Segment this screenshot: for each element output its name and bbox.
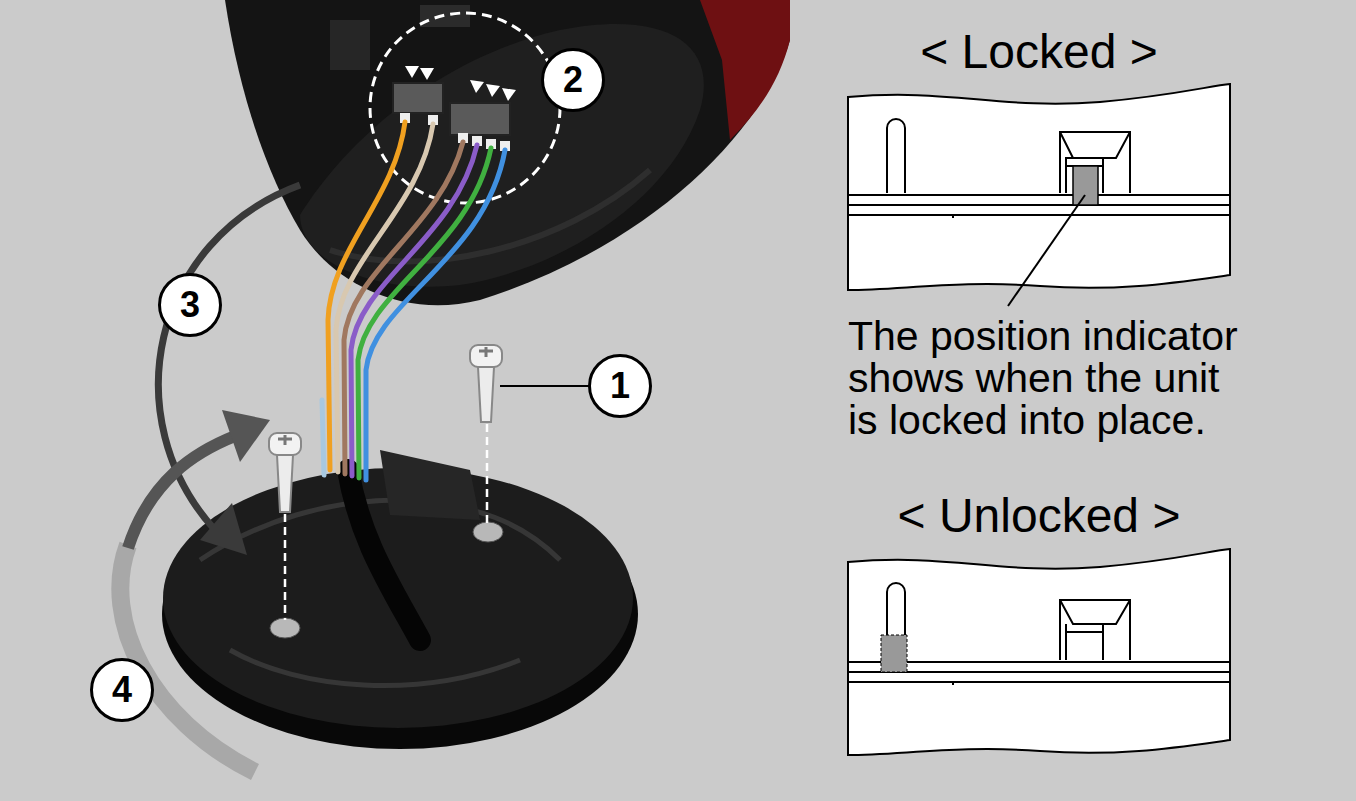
connector-block	[450, 103, 510, 135]
screw-head	[470, 345, 502, 367]
detail-panel: < Locked >	[848, 20, 1230, 290]
wire-bundle	[322, 122, 505, 480]
screw-cross	[479, 347, 493, 357]
screw-shank	[277, 455, 293, 512]
callout-number: 3	[158, 273, 222, 337]
unit-detail	[330, 20, 370, 70]
lock-window	[1066, 158, 1103, 166]
panel-line	[848, 195, 1230, 218]
arrow-shaft	[120, 545, 255, 772]
panel-heading: < Unlocked >	[848, 488, 1230, 544]
note-text: The position indicator shows when the un…	[848, 315, 1248, 441]
pin-triangle	[470, 80, 484, 93]
position-indicator	[881, 635, 907, 672]
wire	[358, 148, 491, 478]
unit-detail	[420, 5, 470, 27]
unit-rim	[330, 170, 650, 261]
callout-number: 4	[90, 658, 154, 722]
rotate-arrow	[120, 410, 270, 772]
arrow-head	[200, 503, 247, 555]
pin-triangle	[405, 66, 419, 78]
nut	[270, 618, 300, 638]
panel-outline	[848, 549, 1230, 755]
beacon-unit	[225, 0, 790, 305]
screw-cross	[278, 435, 292, 445]
callout-number: 2	[541, 48, 605, 112]
wire	[351, 145, 477, 476]
pin-triangle	[486, 84, 500, 97]
cable-gland	[380, 450, 480, 520]
screw-shank	[478, 367, 494, 422]
unlocked-detail	[848, 549, 1230, 755]
screw	[470, 345, 502, 526]
panel-heading: < Locked >	[848, 24, 1230, 80]
leader-line	[1008, 195, 1085, 306]
cable	[348, 470, 420, 640]
leader-line	[500, 385, 590, 387]
wire	[344, 142, 463, 474]
arrow-shaft	[158, 185, 300, 530]
callout-text: 2	[563, 62, 583, 98]
base-ridge	[200, 500, 560, 685]
connector-block	[393, 83, 443, 113]
arrow-shaft	[128, 436, 235, 548]
callout-text: 1	[610, 368, 630, 404]
screw-head	[269, 433, 301, 455]
red-lens-edge	[700, 0, 790, 140]
callout-text: 4	[112, 672, 132, 708]
pin-triangle	[420, 68, 434, 80]
indicator-slot	[887, 119, 905, 193]
screw	[269, 433, 301, 620]
panel-outline	[848, 84, 1230, 290]
locked-detail	[848, 84, 1230, 306]
screw-path-line	[486, 424, 489, 526]
callout-number: 1	[588, 354, 652, 418]
pin-triangle	[502, 88, 516, 101]
nut	[473, 522, 503, 542]
screw-path-line	[284, 514, 287, 620]
attach-arrow	[158, 185, 300, 555]
callout-text: 3	[180, 287, 200, 323]
lock-window	[1060, 600, 1130, 660]
position-indicator	[1073, 166, 1098, 205]
wire	[322, 400, 324, 475]
unit-body	[225, 0, 790, 305]
arrow-head	[222, 410, 270, 462]
base-plate	[162, 450, 638, 749]
detail-panel: < Unlocked >	[848, 484, 1230, 756]
wire	[366, 150, 505, 480]
